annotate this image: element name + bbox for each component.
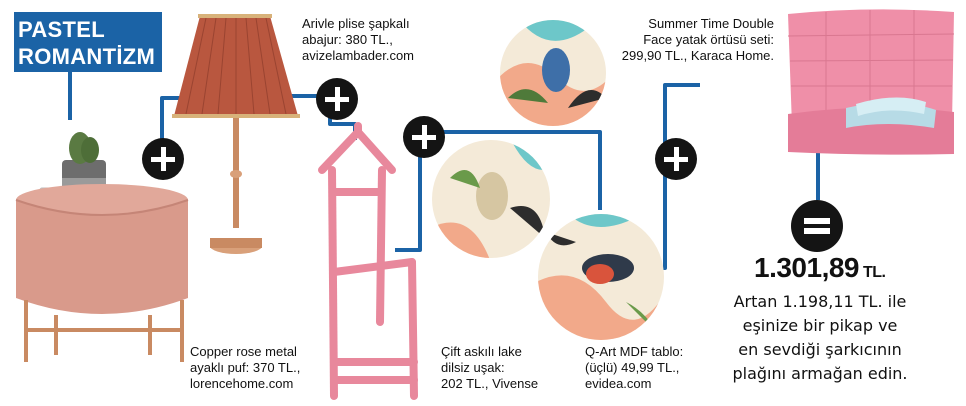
handwritten-note: Artan 1.198,11 TL. ile eşinize bir pikap…: [720, 290, 920, 386]
caption-line: 299,90 TL., Karaca Home.: [621, 48, 774, 63]
plus-sign: [655, 138, 697, 180]
total-amount: 1.301,89: [754, 252, 860, 283]
caption-line: 202 TL., Vivense: [441, 376, 539, 391]
pouf-image: [15, 132, 189, 362]
badge-line-2: ROMANTİZM: [18, 44, 156, 69]
caption-line: evidea.com: [585, 376, 652, 391]
caption-line: Summer Time Double: [648, 16, 774, 31]
badge-line-1: PASTEL: [18, 17, 105, 42]
caption-line: (üçlü) 49,99 TL.,: [585, 360, 680, 375]
plus-sign: [142, 138, 184, 180]
note-line: Artan 1.198,11 TL. ile: [733, 292, 907, 311]
lamp-image: [172, 14, 300, 254]
note-line: eşinize bir pikap ve: [742, 316, 898, 335]
bedding-image: [787, 9, 955, 155]
total-unit: TL.: [863, 264, 886, 281]
caption-line: ayaklı puf: 370 TL.,: [190, 360, 301, 375]
note-line: plağını armağan edin.: [732, 364, 908, 383]
art-plate-1: [500, 20, 606, 126]
plus-sign: [403, 116, 445, 158]
caption-pouf: Copper rose metal ayaklı puf: 370 TL., l…: [190, 344, 300, 392]
caption-line: Copper rose metal: [190, 344, 297, 359]
caption-line: lorencehome.com: [190, 376, 294, 391]
valet-stand-image: [318, 122, 418, 400]
caption-line: dilsiz uşak:: [441, 360, 505, 375]
caption-line: Face yatak örtüsü seti:: [643, 32, 774, 47]
equals-sign: [791, 200, 843, 252]
caption-lamp: Arivle plise şapkalı abajur: 380 TL., av…: [302, 16, 414, 64]
caption-line: Çift askılı lake: [441, 344, 522, 359]
art-plate-3: [538, 214, 664, 340]
note-line: en sevdiği şarkıcının: [738, 340, 902, 359]
art-plate-2: [432, 140, 550, 258]
caption-line: Arivle plise şapkalı: [302, 16, 410, 31]
plus-sign: [316, 78, 358, 120]
caption-line: abajur: 380 TL.,: [302, 32, 393, 47]
section-title-badge: PASTEL ROMANTİZM: [14, 12, 162, 72]
caption-line: avizelambader.com: [302, 48, 414, 63]
caption-art: Q-Art MDF tablo: (üçlü) 49,99 TL., evide…: [585, 344, 683, 392]
caption-line: Q-Art MDF tablo:: [585, 344, 684, 359]
caption-bedding: Summer Time Double Face yatak örtüsü set…: [612, 16, 774, 64]
caption-valet: Çift askılı lake dilsiz uşak: 202 TL., V…: [441, 344, 538, 392]
